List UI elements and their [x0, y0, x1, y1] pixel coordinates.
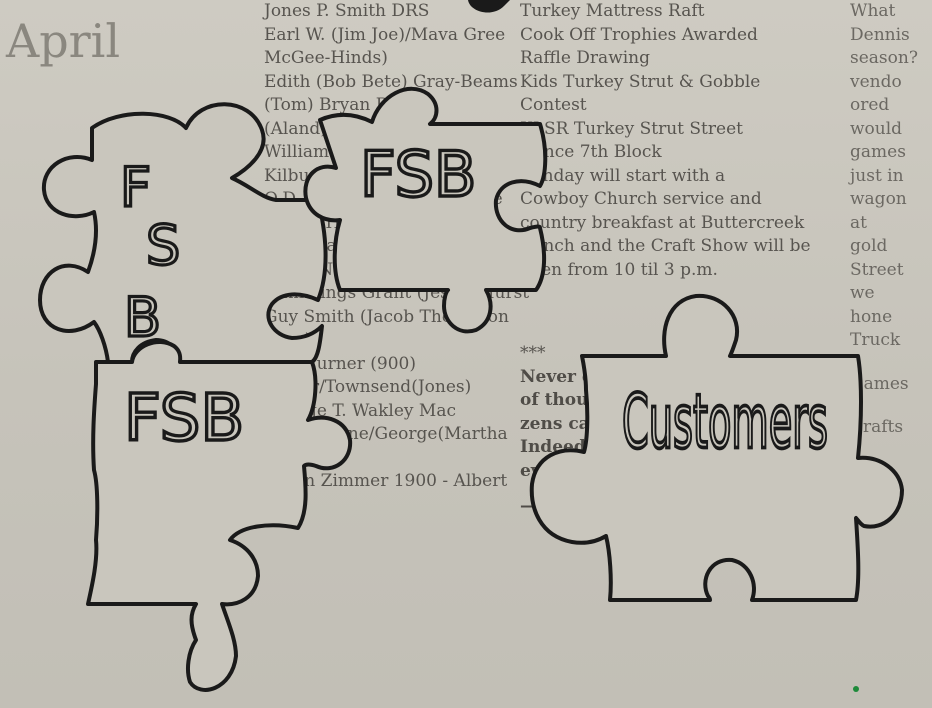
right-column-line: Games — [850, 373, 909, 394]
background-heading-april: April — [6, 14, 121, 68]
right-column-line: hone — [850, 306, 893, 327]
middle-column-line: country breakfast at Buttercreek — [520, 212, 805, 233]
right-column-line: gold — [850, 236, 888, 256]
left-column-line: McGee-Hinds) — [264, 48, 388, 68]
left-column-line: Earl W. (Jim Joe)/Mava Gree — [264, 24, 506, 45]
puzzle-letter-f: F — [120, 156, 151, 219]
right-column-line: What — [850, 1, 896, 21]
puzzle-letter-b: B — [124, 286, 161, 349]
puzzle-piece-fsb-vertical — [38, 102, 328, 364]
right-column-line: just in — [850, 165, 904, 186]
middle-column-line: *** — [520, 343, 546, 363]
puzzle-label-fsb-bottom: FSB — [124, 382, 244, 456]
right-column-line: we — [850, 283, 875, 303]
right-column-line: Street — [850, 259, 904, 280]
puzzle-piece-customers — [529, 293, 904, 602]
middle-column-line: Sunday will start with a — [520, 165, 726, 186]
puzzle-label-fsb-top: FSB — [360, 138, 476, 211]
middle-column-line: KLSR Turkey Strut Street — [520, 118, 743, 139]
middle-column-line: Cowboy Church service and — [520, 189, 762, 209]
right-column-line: would — [850, 118, 903, 139]
right-column-line: season? — [850, 48, 918, 68]
right-column-line: games — [850, 142, 906, 162]
right-column-line: Dennis — [850, 24, 910, 45]
puzzle-piece-fsb-bottom — [86, 340, 353, 692]
left-column-line: Jones P. Smith DRS — [264, 1, 430, 21]
puzzle-letter-s: S — [146, 214, 180, 277]
right-column-line: vendo — [850, 71, 902, 92]
left-column-line: Edith (Bob Bete) Gray-Beams — [264, 71, 518, 92]
green-dot — [853, 686, 859, 692]
middle-column-line: Raffle Drawing — [520, 48, 651, 68]
right-column-line: Truck — [850, 330, 901, 350]
middle-column-line: Turkey Mattress Raft — [520, 1, 705, 21]
puzzle-piece-fsb-top — [303, 86, 548, 334]
middle-column-line: Ranch and the Craft Show will be — [520, 236, 811, 256]
left-column-line: Anton Zimmer 1900 - Albert — [264, 471, 508, 491]
right-column-line: Crafts — [850, 417, 904, 437]
right-column-line: at — [850, 212, 867, 233]
left-column-line: (Aland) — [264, 118, 327, 139]
puzzle-top-knob — [468, 0, 510, 13]
middle-column-line: open from 10 til 3 p.m. — [520, 259, 718, 280]
middle-column-line: Contest — [520, 95, 587, 115]
middle-column-line: Kids Turkey Strut & Gobble — [520, 71, 761, 92]
right-column-line: ored — [850, 95, 890, 115]
puzzle-label-customers: Customers — [622, 379, 828, 466]
middle-column-line: Cook Off Trophies Awarded — [520, 24, 758, 45]
right-column-line: wagon — [850, 189, 907, 209]
middle-column-line: Dance 7th Block — [520, 142, 662, 162]
